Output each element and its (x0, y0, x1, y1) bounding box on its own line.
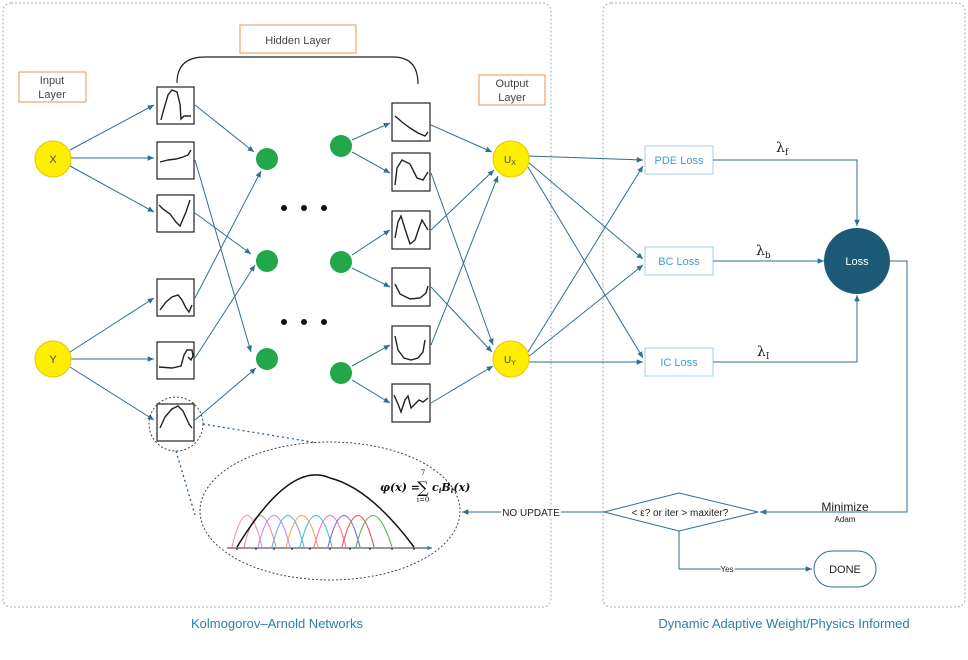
input-layer-label-line2: Layer (38, 89, 66, 101)
decision-diamond: < ε? or iter > maxiter? (603, 492, 759, 532)
lambda-i-symbol: λ (757, 344, 766, 360)
formula-sum-bottom: i=0 (417, 496, 430, 504)
optimizer-label: Adam (835, 515, 856, 524)
formula-coefficient: c (432, 481, 439, 494)
output-layer-label-line2: Layer (498, 92, 526, 104)
input-node-x-label: X (49, 154, 57, 166)
activation-box-highlighted (148, 396, 204, 452)
input-layer-label-line1: Input (40, 75, 64, 87)
formula-basis-arg: (x) (453, 481, 470, 494)
bspline-formula: φ(x) = 7 ∑ i=0 ciBi(x) (380, 469, 470, 504)
zoom-connector (202, 423, 319, 444)
activation-box (391, 325, 431, 365)
lambda-f-subscript: f (785, 148, 789, 158)
lambda-b-symbol: λ (756, 243, 765, 259)
lambda-f: λf (776, 140, 789, 158)
ic-loss-box: IC Loss (644, 347, 714, 377)
bc-loss-label: BC Loss (658, 256, 700, 268)
physics-panel-caption: Dynamic Adaptive Weight/Physics Informed (658, 616, 909, 631)
ic-loss-label: IC Loss (660, 357, 698, 369)
hidden-layer-label-text: Hidden Layer (265, 35, 331, 47)
activation-box (156, 341, 195, 380)
bc-loss-box: BC Loss (644, 246, 714, 276)
lambda-b: λb (756, 243, 771, 261)
activation-box (391, 152, 431, 192)
hidden-node (330, 362, 352, 384)
input-layer-label: Input Layer (18, 71, 87, 103)
activation-box (391, 383, 431, 423)
hidden-nodes (256, 135, 352, 384)
minimize-label: Minimize (821, 500, 869, 514)
hidden-layer-label: Hidden Layer (239, 24, 357, 54)
lambda-b-subscript: b (765, 251, 771, 261)
output-node-ux-symbol: U (504, 155, 511, 166)
input-node-y: Y (34, 340, 72, 378)
output-node-ux: UX (492, 140, 530, 178)
activation-functions-right (391, 102, 431, 423)
ellipsis-dots (281, 205, 327, 325)
output-node-ux-subscript: X (511, 160, 516, 167)
activation-box (156, 194, 195, 233)
no-update-label: NO UPDATE (502, 508, 560, 519)
done-label: DONE (829, 564, 861, 576)
hidden-node (330, 251, 352, 273)
activation-box (156, 278, 195, 317)
hidden-node (256, 348, 278, 370)
kan-panel-caption: Kolmogorov–Arnold Networks (191, 616, 363, 631)
formula-coefficient-index: i (439, 486, 442, 495)
lambda-i-subscript: I (766, 352, 770, 362)
loss-node: Loss (824, 228, 890, 294)
output-node-ux-label: UX (504, 155, 516, 167)
activation-box (156, 141, 195, 180)
pde-loss-box: PDE Loss (644, 145, 714, 175)
formula-sum-top: 7 (421, 469, 425, 477)
lambda-weights: λf λb λI (756, 140, 789, 362)
bspline-zoom: φ(x) = 7 ∑ i=0 ciBi(x) (199, 441, 470, 581)
decision-label: < ε? or iter > maxiter? (632, 508, 729, 519)
activation-box (391, 267, 431, 307)
kan-panel (2, 2, 552, 608)
pde-loss-label: PDE Loss (655, 155, 704, 167)
output-node-uy-subscript: Y (511, 360, 516, 367)
output-node-uy-symbol: U (504, 355, 511, 366)
loss-node-label: Loss (845, 256, 869, 268)
hidden-node (256, 250, 278, 272)
lambda-i: λI (757, 344, 770, 362)
done-node: DONE (813, 550, 877, 588)
formula-basis: B (440, 481, 450, 494)
lambda-f-symbol: λ (776, 140, 785, 156)
formula-basis-index: i (451, 486, 454, 495)
hidden-layer-brace (176, 56, 419, 85)
activation-box (391, 102, 431, 142)
output-node-uy-label: UY (504, 355, 516, 367)
yes-label: Yes (720, 565, 733, 574)
hidden-node (330, 135, 352, 157)
kan-connections (69, 104, 644, 421)
loss-connections (462, 159, 908, 572)
input-node-y-label: Y (49, 354, 57, 366)
output-layer-label: Output Layer (478, 74, 546, 106)
activation-functions-left (148, 86, 204, 452)
formula-term: ciBi(x) (432, 481, 470, 495)
output-node-uy: UY (492, 340, 530, 378)
formula-phi: φ(x) = (380, 481, 420, 494)
physics-panel (602, 2, 966, 608)
formula-sum-sign: ∑ (417, 478, 429, 497)
hidden-node (256, 148, 278, 170)
output-layer-label-line1: Output (495, 78, 528, 90)
activation-box (391, 210, 431, 250)
zoom-connector (175, 450, 196, 516)
input-node-x: X (34, 140, 72, 178)
activation-box (156, 86, 195, 125)
